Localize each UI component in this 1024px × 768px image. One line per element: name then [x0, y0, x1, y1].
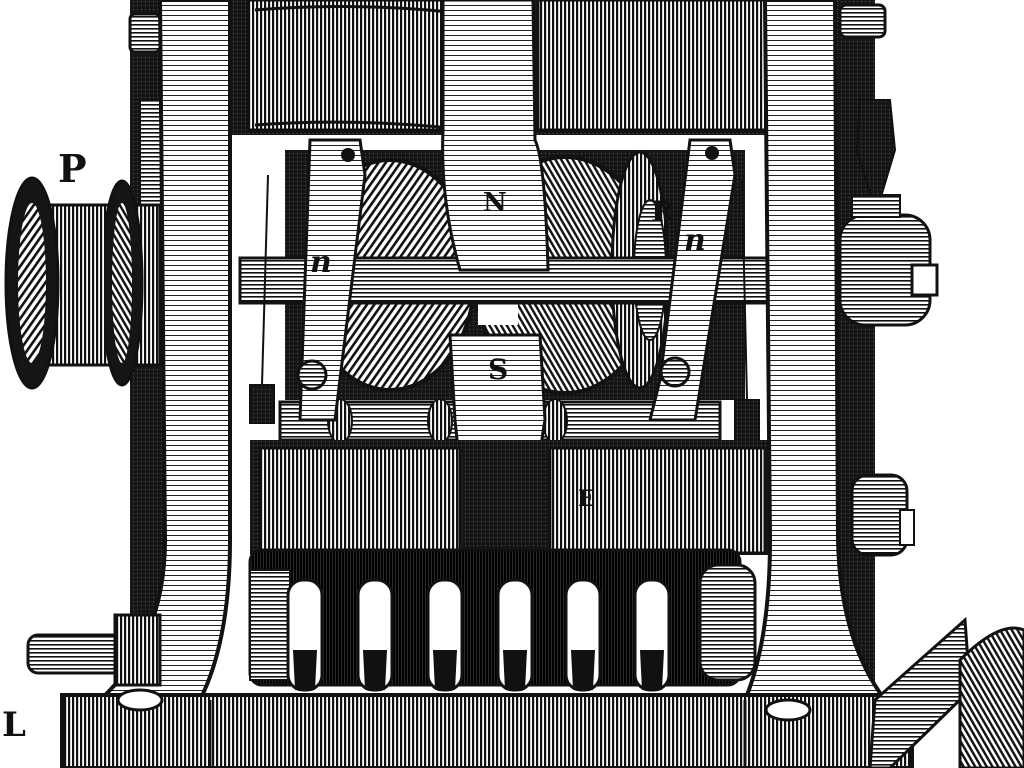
pole-piece-n	[441, 0, 550, 272]
base-plate	[60, 616, 972, 768]
brush-holder-right	[648, 138, 760, 446]
lower-field-coils	[250, 440, 770, 555]
pulley-p	[4, 176, 162, 390]
brush-holder-left	[249, 138, 367, 424]
drive-belt	[958, 626, 1024, 768]
brush-fingers	[286, 578, 671, 692]
left-axle	[26, 613, 162, 687]
top-left-bolt	[128, 12, 162, 54]
